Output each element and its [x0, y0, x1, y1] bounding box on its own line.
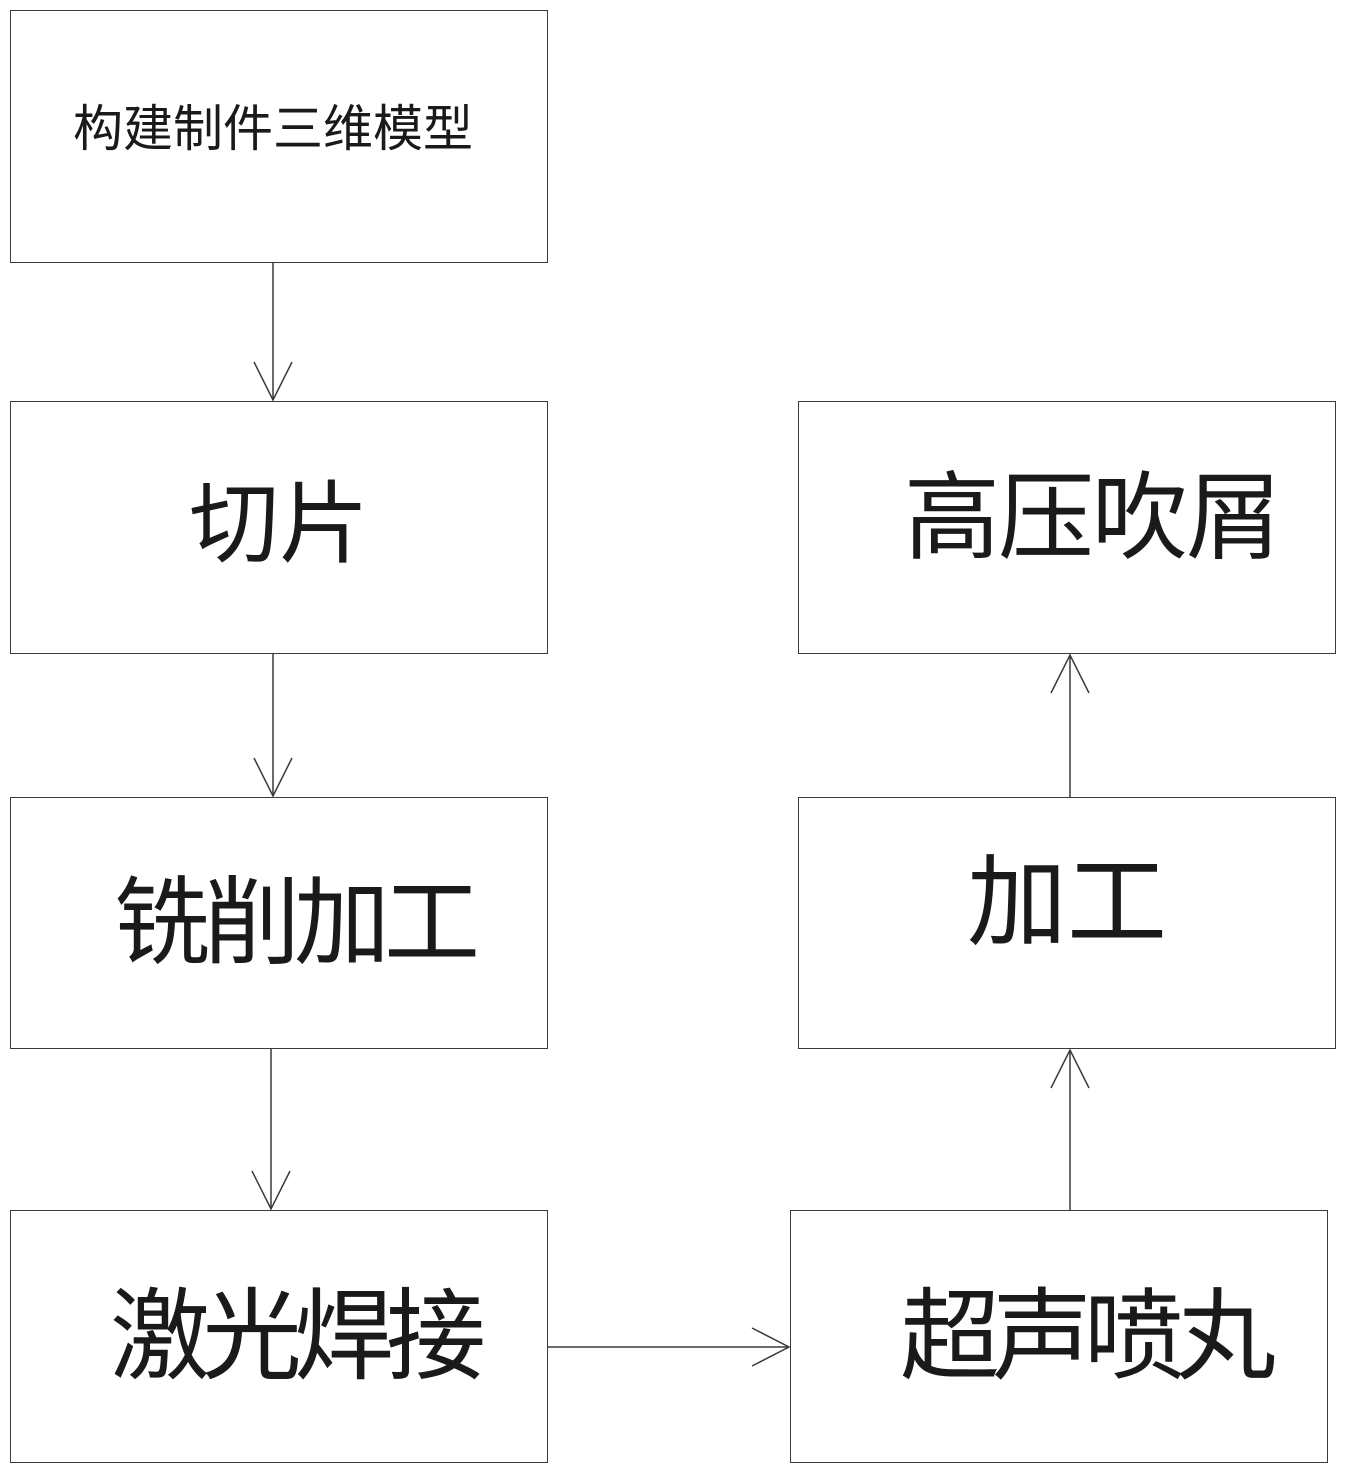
- step-high-pressure-chip-blowing-label: 高压吹屑: [904, 470, 1280, 566]
- step-milling-label: 铣削加工: [114, 875, 474, 971]
- step-slicing-label: 切片: [189, 480, 369, 570]
- arrow-milling-to-laser-welding: [252, 1049, 290, 1209]
- step-machining-label: 加工: [967, 853, 1167, 953]
- step-laser-welding-label: 激光焊接: [110, 1287, 478, 1387]
- step-ultrasonic-shot-peening-label: 超声喷丸: [900, 1287, 1268, 1387]
- step-milling: 铣削加工: [10, 797, 548, 1049]
- step-build-3d-model: 构建制件三维模型: [10, 10, 548, 263]
- arrow-machining-to-chip-blowing: [1051, 655, 1089, 797]
- step-build-3d-model-label: 构建制件三维模型: [73, 104, 473, 154]
- step-high-pressure-chip-blowing: 高压吹屑: [798, 401, 1336, 654]
- step-ultrasonic-shot-peening: 超声喷丸: [790, 1210, 1328, 1463]
- arrow-laser-welding-to-ultrasonic: [548, 1328, 789, 1366]
- step-machining: 加工: [798, 797, 1336, 1049]
- step-slicing: 切片: [10, 401, 548, 654]
- arrow-model-to-slicing: [254, 263, 292, 400]
- arrow-ultrasonic-to-machining: [1051, 1050, 1089, 1210]
- arrow-slicing-to-milling: [254, 654, 292, 796]
- step-laser-welding: 激光焊接: [10, 1210, 548, 1463]
